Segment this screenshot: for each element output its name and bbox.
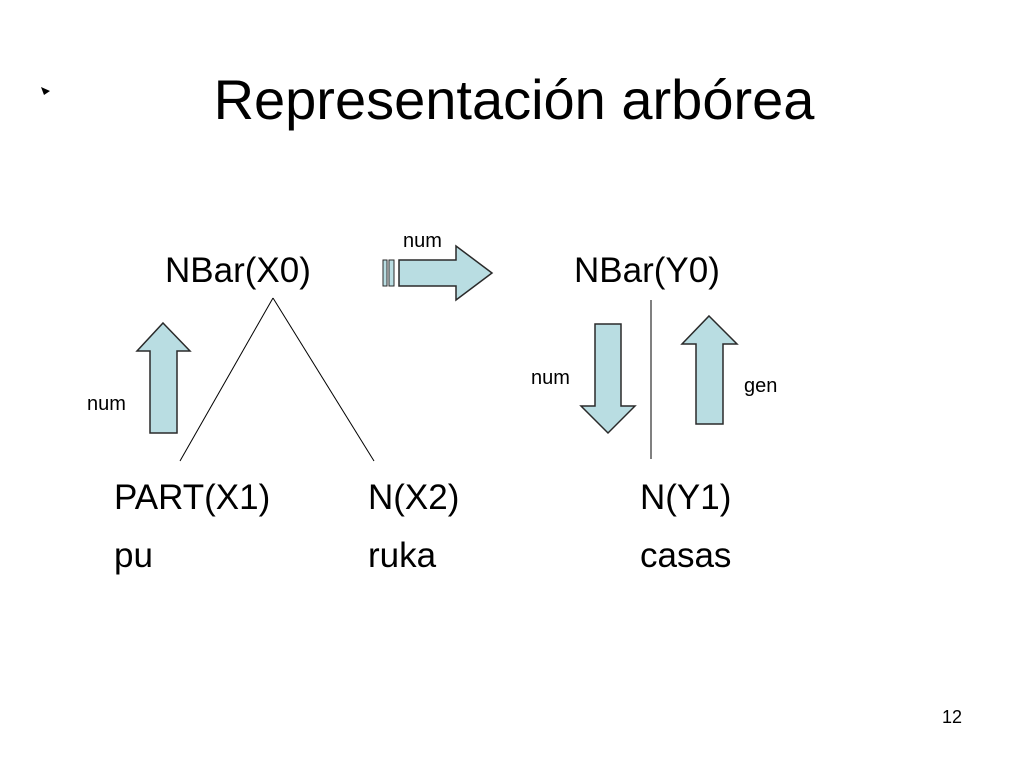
transfer-arrow-label: num: [403, 230, 442, 252]
tree-edge-x0-x2: [272, 297, 375, 462]
slide-title: Representación arbórea: [213, 68, 815, 131]
target-down-arrow-label: num: [531, 367, 570, 389]
tree-edge-x0-x1: [179, 297, 274, 462]
node-n-x2: N(X2): [368, 478, 460, 517]
node-n-y1: N(Y1): [640, 478, 732, 517]
word-ruka: ruka: [368, 536, 437, 575]
target-up-arrow-label: gen: [744, 375, 778, 397]
word-casas: casas: [640, 536, 732, 575]
node-nbar-y0: NBar(Y0): [574, 251, 720, 290]
up-arrow-icon: [680, 314, 739, 425]
striped-right-arrow-icon: [382, 244, 494, 302]
down-arrow-icon: [579, 323, 637, 435]
node-part-x1: PART(X1): [114, 478, 271, 517]
source-up-arrow-label: num: [87, 393, 126, 415]
page-number: 12: [941, 707, 962, 727]
word-pu: pu: [114, 536, 153, 575]
node-nbar-x0: NBar(X0): [165, 251, 311, 290]
slide-bullet-icon: [41, 87, 50, 95]
up-arrow-icon: [135, 321, 192, 434]
